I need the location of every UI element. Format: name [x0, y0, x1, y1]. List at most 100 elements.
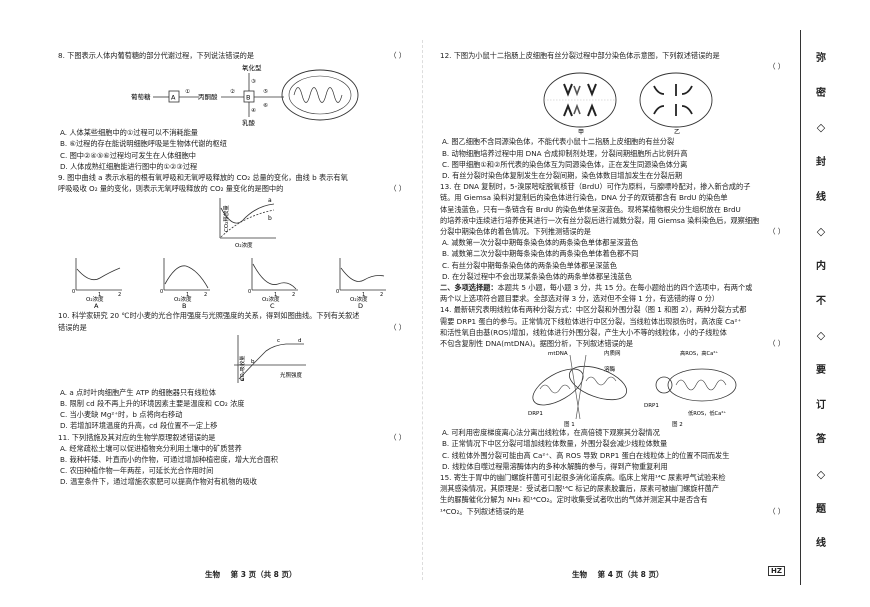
question-9: 9. 图中曲线 a 表示水稻的根有氧呼吸和无氧呼吸释放的 CO₂ 总量的变化，曲… [58, 172, 406, 310]
question-10: 10. 科学家研究 20 ℃时小麦的光合作用强度与光照强度的关系，得到如图曲线。… [58, 310, 406, 431]
q15-line-2: 测其感染情况，其原理是：受试者口服¹⁴C 标记的尿素胶囊后，尿素可被幽门螺旋杆菌… [440, 484, 720, 494]
q10-option-d: D. 若增加环境温度的升高，cd 段位置不一定上移 [60, 421, 218, 431]
q13-line-3: 体呈浅蓝色，只有一条链含有 BrdU 的染色单体呈深蓝色。现将某植物根尖分生组织… [440, 204, 741, 214]
q9-a-tick2: 2 [118, 292, 121, 298]
seal-line [800, 30, 801, 585]
q15-line-4: ¹⁴CO₂。下列叙述错误的是 [440, 506, 525, 516]
photosynthesis-light-curve: CO₂吸收量 光照强度 a b c d [234, 334, 306, 383]
q9-b-letter: B [182, 302, 186, 310]
q12-option-d: D. 有丝分裂时染色体复制发生在分裂间期，染色体数目增加发生在分裂后期 [442, 171, 683, 181]
q10-stem-line-1: 10. 科学家研究 20 ℃时小麦的光合作用强度与光照强度的关系，得到如图曲线。… [58, 311, 360, 321]
q14-answer-paren: （ ） [768, 339, 785, 349]
seal-char: 线 [816, 191, 826, 203]
right-footer-subject: 生物 [572, 570, 587, 579]
figure-1: mtDNA 内质网 溶酶 DRP1 图 1 [528, 349, 627, 428]
q9-d-tick2: 2 [380, 292, 383, 298]
q12-figure: 甲 乙 [440, 72, 785, 136]
q14-line-4: 不包含复制性 DNA(mtDNA)。据图分析，下列叙述错误的是 [440, 339, 634, 349]
seal-char: 密 [816, 87, 826, 99]
fig-box-b: B [246, 94, 250, 102]
glucose-metabolism-diagram: 葡萄糖 A ① 丙酮酸 ② B 氧化型 ③ ④ 乳酸 [131, 63, 359, 127]
q13-option-b: B. 减数第二次分裂中期每条染色体的两条染色单体着色都不同 [442, 249, 639, 259]
q10-point-a: a [241, 377, 244, 383]
q9-d-tick1: 1 [362, 292, 365, 298]
q14-line-1: 14. 最新研究表明线粒体有两种分裂方式：中区分裂和外围分裂（图 1 和图 2）… [440, 305, 747, 315]
fig-step-6: ⑥ [263, 103, 268, 109]
seal-text-column: 弥密◇封线◇内不◇要订答◇题线 [806, 42, 836, 562]
q9-c-tick0: 0 [248, 289, 251, 295]
mitochondrion-outer [281, 69, 359, 121]
q9-a-letter: A [94, 302, 99, 310]
section-2-header: 二、多项选择题：本题共 5 小题，每小题 3 分，共 15 分。在每小题给出的四… [440, 282, 785, 304]
fig2-caption: 图 2 [672, 420, 683, 427]
fig-lactate-label: 乳酸 [242, 118, 256, 127]
cell-yi: 乙 [639, 72, 713, 136]
q13-line-5: 分裂中期染色体的着色情况。下列推测错误的是 [440, 227, 591, 237]
q10-ylabel: CO₂吸收量 [238, 355, 246, 380]
left-footer-subject: 生物 [205, 570, 220, 579]
fig2-low-ros-label: 低ROS，低Ca²⁺ [688, 409, 726, 417]
fig2-high-ros-label: 高ROS，高Ca²⁺ [680, 349, 718, 357]
q12-answer-paren: （ ） [768, 62, 785, 72]
fig1-drp1-label: DRP1 [528, 411, 543, 417]
fig-step-3: ③ [251, 79, 256, 85]
q8-option-a: A. 人体某些细胞中的①过程可以不消耗能量 [60, 128, 198, 138]
fig-glucose-label: 葡萄糖 [131, 92, 151, 101]
q9-figure: CO₂释放量 O₂浓度 a b 0 1 2 [58, 194, 406, 310]
q10-option-a: A. a 点时叶肉细胞产生 ATP 的细胞器只有线粒体 [60, 387, 216, 397]
q9-a-xlabel: O₂浓度 [86, 295, 104, 303]
q13-line-1: 13. 在 DNA 复制时，5-溴尿嘧啶脱氧核苷（BrdU）可作为原料，与腺嘌呤… [440, 182, 751, 192]
seal-char: 线 [816, 538, 826, 550]
q9-curve-b-label: b [268, 215, 272, 222]
respiration-graphs: CO₂释放量 O₂浓度 a b 0 1 2 [72, 197, 386, 310]
q15-line-3: 生的脲酶催化分解为 NH₃ 和¹⁴CO₂。定时收集受试者吹出的气体并测定其中是否… [440, 495, 708, 505]
label-yi: 乙 [674, 129, 680, 136]
q10-point-b: b [251, 359, 255, 365]
seal-char: ◇ [816, 121, 826, 135]
mitochondrion-cristae [293, 87, 343, 104]
q13-option-c: C. 有丝分裂中期每条染色体的两条染色单体都呈深蓝色 [442, 260, 617, 270]
q9-b-tick2: 2 [204, 292, 207, 298]
q15-line-1: 15. 寄生于胃中的幽门螺旋杆菌可引起很多消化道疾病。临床上常用¹⁴C 尿素呼气… [440, 473, 726, 483]
q10-point-c: c [277, 338, 280, 344]
question-15: 15. 寄生于胃中的幽门螺旋杆菌可引起很多消化道疾病。临床上常用¹⁴C 尿素呼气… [440, 472, 785, 517]
q9-main-xlabel: O₂浓度 [235, 241, 253, 249]
q9-c-xlabel: O₂浓度 [262, 295, 280, 303]
q9-stem-line-1: 9. 图中曲线 a 表示水稻的根有氧呼吸和无氧呼吸释放的 CO₂ 总量的变化，曲… [58, 173, 348, 183]
q9-c-letter: C [270, 302, 275, 310]
left-footer-page: 第 3 页（共 8 页） [230, 570, 297, 579]
q10-option-c: C. 当小麦缺 Mg²⁺时，b 点将向右移动 [60, 410, 183, 420]
q9-a-tick1: 1 [98, 292, 101, 298]
fig-step-1: ① [185, 89, 190, 95]
q10-option-b: B. 限制 cd 段不再上升的环境因素主要是温度和 CO₂ 浓度 [60, 399, 245, 409]
question-13: 13. 在 DNA 复制时，5-溴尿嘧啶脱氧核苷（BrdU）可作为原料，与腺嘌呤… [440, 181, 785, 282]
fig1-er-label: 内质网 [604, 349, 621, 357]
left-column: 8. 下图表示人体内葡萄糖的部分代谢过程，下列说法错误的是 （ ） 葡萄糖 A ①… [58, 50, 406, 488]
seal-char: 要 [816, 364, 826, 376]
q9-graph-b: 0 1 2 O₂浓度 B [160, 258, 210, 310]
q9-curve-b [220, 210, 275, 238]
q14-figure: mtDNA 内质网 溶酶 DRP1 图 1 高ROS，高Ca²⁺ DRP1 低R… [440, 349, 785, 428]
hz-mark: HZ [768, 566, 785, 576]
fig-box-a: A [171, 94, 176, 102]
chromosome-diagram: 甲 乙 [543, 72, 713, 136]
q9-d-tick0: 0 [336, 289, 339, 295]
left-page-footer: 生物 第 3 页（共 8 页） [205, 569, 305, 580]
q9-main-ylabel: CO₂释放量 [222, 205, 230, 232]
cell-jia: 甲 [543, 72, 617, 136]
q13-option-d: D. 在分裂过程中不会出现某条染色体的两条单体都呈浅蓝色 [442, 271, 632, 281]
q11-option-c: C. 农田种植作物一年两茬，可延长光合作用时间 [60, 466, 214, 476]
q9-b-xlabel: O₂浓度 [174, 295, 192, 303]
q9-graph-d: 0 1 2 O₂浓度 D [336, 258, 386, 310]
fig-step-4: ④ [251, 108, 256, 114]
fig-top-label: 氧化型 [242, 63, 262, 72]
q8-answer-paren: （ ） [389, 51, 406, 60]
q9-a-tick0: 0 [72, 289, 75, 295]
mitochondria-fission-diagram: mtDNA 内质网 溶酶 DRP1 图 1 高ROS，高Ca²⁺ DRP1 低R… [528, 349, 737, 428]
q8-stem: 8. 下图表示人体内葡萄糖的部分代谢过程，下列说法错误的是 [58, 51, 255, 60]
question-12: 12. 下图为小鼠十二指肠上皮细胞有丝分裂过程中部分染色体示意图，下列叙述错误的… [440, 50, 785, 181]
q11-option-a: A. 经常疏松土壤可以促进植物充分利用土壤中的矿质营养 [60, 443, 242, 453]
q13-answer-paren: （ ） [768, 227, 785, 237]
q10-xlabel: 光照强度 [280, 371, 303, 379]
question-14: 14. 最新研究表明线粒体有两种分裂方式：中区分裂和外围分裂（图 1 和图 2）… [440, 304, 785, 472]
